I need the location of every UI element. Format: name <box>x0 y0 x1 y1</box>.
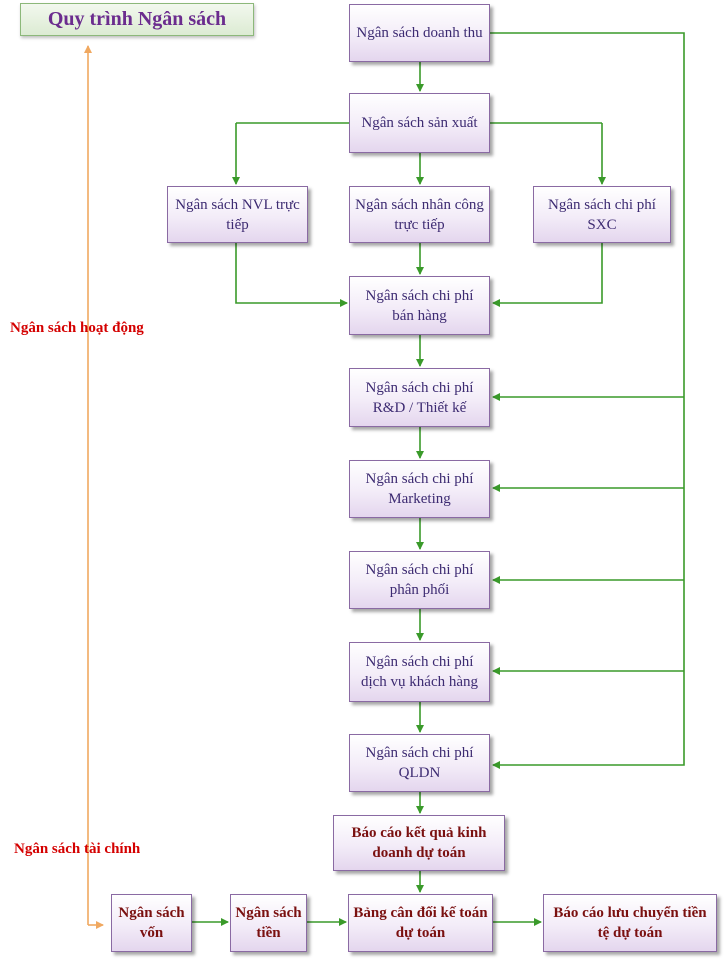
node-capital: Ngân sách vốn <box>111 894 192 952</box>
node-cash: Ngân sách tiền <box>230 894 307 952</box>
node-cash-flow: Báo cáo lưu chuyển tiền tệ dự toán <box>543 894 717 952</box>
line-revenue-right <box>490 32 685 769</box>
node-overhead: Ngân sách chi phí SXC <box>533 186 671 243</box>
page-title: Quy trình Ngân sách <box>20 3 254 36</box>
node-balance-sheet: Bảng cân đối kế toán dự toán <box>348 894 493 952</box>
arrow-materials-selling <box>235 243 348 307</box>
node-admin: Ngân sách chi phí QLDN <box>349 734 490 792</box>
operating-budget-label: Ngân sách hoạt động <box>10 320 144 336</box>
node-selling: Ngân sách chi phí bán hàng <box>349 276 490 335</box>
node-rnd: Ngân sách chi phí R&D / Thiết kế <box>349 368 490 427</box>
arrow-overhead-selling <box>492 243 603 307</box>
node-income-statement: Báo cáo kết quả kinh doanh dự toán <box>333 815 505 871</box>
node-marketing: Ngân sách chi phí Marketing <box>349 460 490 518</box>
financial-budget-label: Ngân sách tài chính <box>14 841 141 857</box>
node-materials: Ngân sách NVL trực tiếp <box>167 186 308 243</box>
node-labor: Ngân sách nhân công trực tiếp <box>349 186 490 243</box>
node-distribution: Ngân sách chi phí phân phối <box>349 551 490 609</box>
node-customer-service: Ngân sách chi phí dịch vụ khách hàng <box>349 642 490 702</box>
node-revenue: Ngân sách doanh thu <box>349 4 490 62</box>
node-production: Ngân sách sản xuất <box>349 93 490 153</box>
